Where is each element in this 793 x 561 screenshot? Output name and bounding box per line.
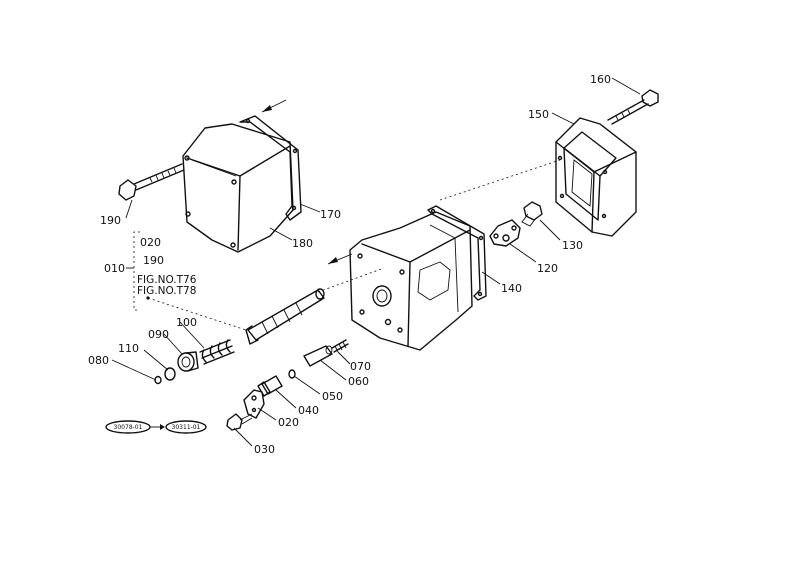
label-100: 100 xyxy=(176,316,197,329)
direction-arrow-housing xyxy=(327,253,353,265)
label-070: 070 xyxy=(350,360,371,373)
label-170: 170 xyxy=(320,208,341,221)
reference-tag-left: 30078-01 xyxy=(105,420,151,434)
label-140: 140 xyxy=(501,282,522,295)
ring-110 xyxy=(164,367,176,381)
label-080: 080 xyxy=(88,354,109,367)
gasket-170 xyxy=(239,115,302,221)
cover-180 xyxy=(182,123,294,253)
label-fig-t76: FIG.NO.T76 xyxy=(137,274,197,286)
spring-070 xyxy=(331,339,349,353)
label-090: 090 xyxy=(148,328,169,341)
bolt-160 xyxy=(607,89,659,125)
plate-120 xyxy=(489,219,521,247)
o-ring-050 xyxy=(288,369,296,379)
fitting-small xyxy=(521,201,543,227)
alignment-line-top xyxy=(439,159,561,201)
label-110: 110 xyxy=(118,342,139,355)
direction-arrow-top xyxy=(261,99,287,113)
spring-100 xyxy=(199,339,235,365)
label-150: 150 xyxy=(528,108,549,121)
label-060: 060 xyxy=(348,375,369,388)
reference-tag-right: 30311-01 xyxy=(165,420,207,434)
valve-housing xyxy=(349,211,473,351)
bolt-030 xyxy=(226,413,253,431)
bolt-190 xyxy=(118,163,185,201)
plunger-060 xyxy=(303,345,333,367)
label-030: 030 xyxy=(254,443,275,456)
alignment-line-spool xyxy=(317,267,385,293)
spool-shaft xyxy=(245,288,325,345)
label-190: 190 xyxy=(100,214,121,227)
label-050: 050 xyxy=(322,390,343,403)
group-bracket xyxy=(133,231,140,311)
gasket-140 xyxy=(427,205,487,301)
label-040: 040 xyxy=(298,404,319,417)
label-190-group: 190 xyxy=(143,254,164,267)
label-120: 120 xyxy=(537,262,558,275)
label-010: 010 xyxy=(104,262,125,275)
leader-lines xyxy=(111,77,641,447)
collar-090 xyxy=(177,351,199,372)
label-fig-t78: FIG.NO.T78 xyxy=(137,285,196,297)
reference-arrow-head xyxy=(160,424,165,430)
reference-tag-left-text: 30078-01 xyxy=(114,424,143,431)
label-180: 180 xyxy=(292,237,313,250)
label-160: 160 xyxy=(590,73,611,86)
plate-020 xyxy=(243,389,265,419)
reference-tag-right-text: 30311-01 xyxy=(172,424,201,431)
cover-150 xyxy=(555,117,637,237)
label-020: 020 xyxy=(278,416,299,429)
group-dot xyxy=(146,296,150,300)
label-130: 130 xyxy=(562,239,583,252)
label-020-group: 020 xyxy=(140,236,161,249)
